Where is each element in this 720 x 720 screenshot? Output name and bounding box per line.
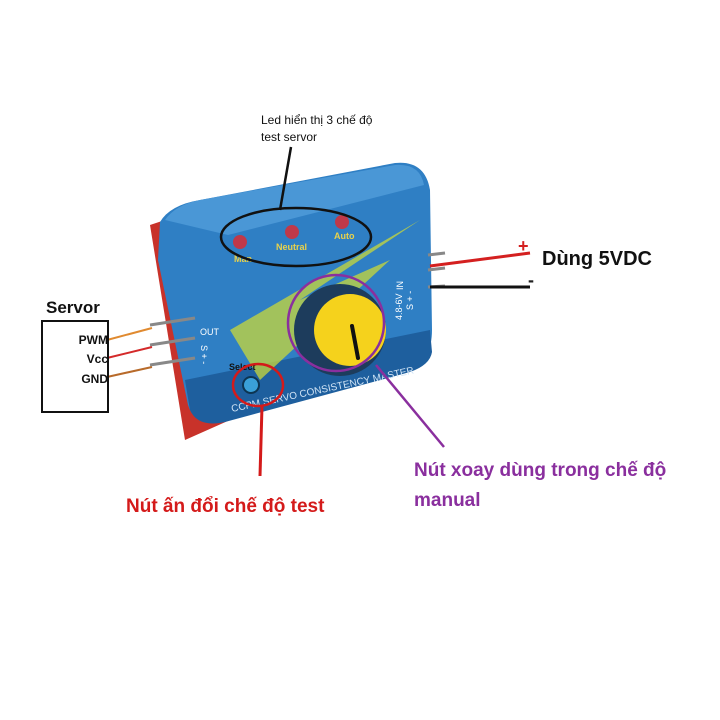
- select-highlight-ellipse: [231, 362, 285, 408]
- knob-caption: Nút xoay dùng trong chế độ manual: [414, 460, 667, 511]
- in-voltage-label: 4.8-6V: [394, 293, 404, 320]
- pin-label-pwm: PWM: [78, 333, 108, 347]
- led-auto-label: Auto: [334, 231, 355, 241]
- led-man-label: Man: [234, 254, 252, 264]
- button-caption: Nút ấn đổi chế độ test: [126, 496, 325, 517]
- servo-title: Servor: [46, 298, 100, 317]
- power-label: Dùng 5VDC: [542, 248, 652, 270]
- led-pointer-line: [278, 146, 293, 211]
- servo-box: [41, 320, 109, 413]
- out-pins-label: S + -: [199, 345, 209, 364]
- select-pointer-line: [258, 405, 264, 477]
- power-plus-sign: +: [518, 236, 529, 256]
- led-annotation-line2: test servor: [261, 130, 318, 144]
- out-pin-gnd: [149, 356, 196, 367]
- out-label: OUT: [200, 327, 220, 337]
- in-pin-top: [427, 251, 446, 257]
- select-label: Select: [229, 362, 256, 372]
- knob-pointer-line: [375, 364, 445, 448]
- led-man: [233, 235, 247, 249]
- led-annotation-text: Led hiển thị 3 chế độ test servor: [261, 112, 401, 146]
- out-pin-vcc: [149, 336, 196, 347]
- wire-gnd: [106, 366, 153, 378]
- power-wire-positive: [429, 251, 531, 268]
- power-minus-sign: -: [528, 270, 534, 290]
- tester-top-face: [165, 164, 424, 235]
- led-highlight-ellipse: [219, 206, 373, 268]
- wire-vcc: [106, 346, 153, 359]
- knob-yellow-cap: [314, 294, 386, 366]
- knob-highlight-circle: [286, 273, 386, 373]
- led-neutral-label: Neutral: [276, 242, 307, 252]
- wire-pwm: [106, 327, 153, 341]
- in-label: IN: [395, 281, 405, 290]
- in-pins-label: S + -: [405, 291, 415, 310]
- knob-indicator: [350, 324, 360, 360]
- pin-label-gnd: GND: [81, 372, 108, 386]
- pin-label-vcc: Vcc: [86, 352, 108, 366]
- select-button: [242, 376, 260, 394]
- led-neutral: [285, 225, 299, 239]
- led-auto: [335, 215, 349, 229]
- led-annotation-line1: Led hiển thị 3 chế độ: [261, 113, 373, 127]
- out-pin-pwm: [149, 316, 196, 327]
- in-pin-mid: [427, 266, 446, 272]
